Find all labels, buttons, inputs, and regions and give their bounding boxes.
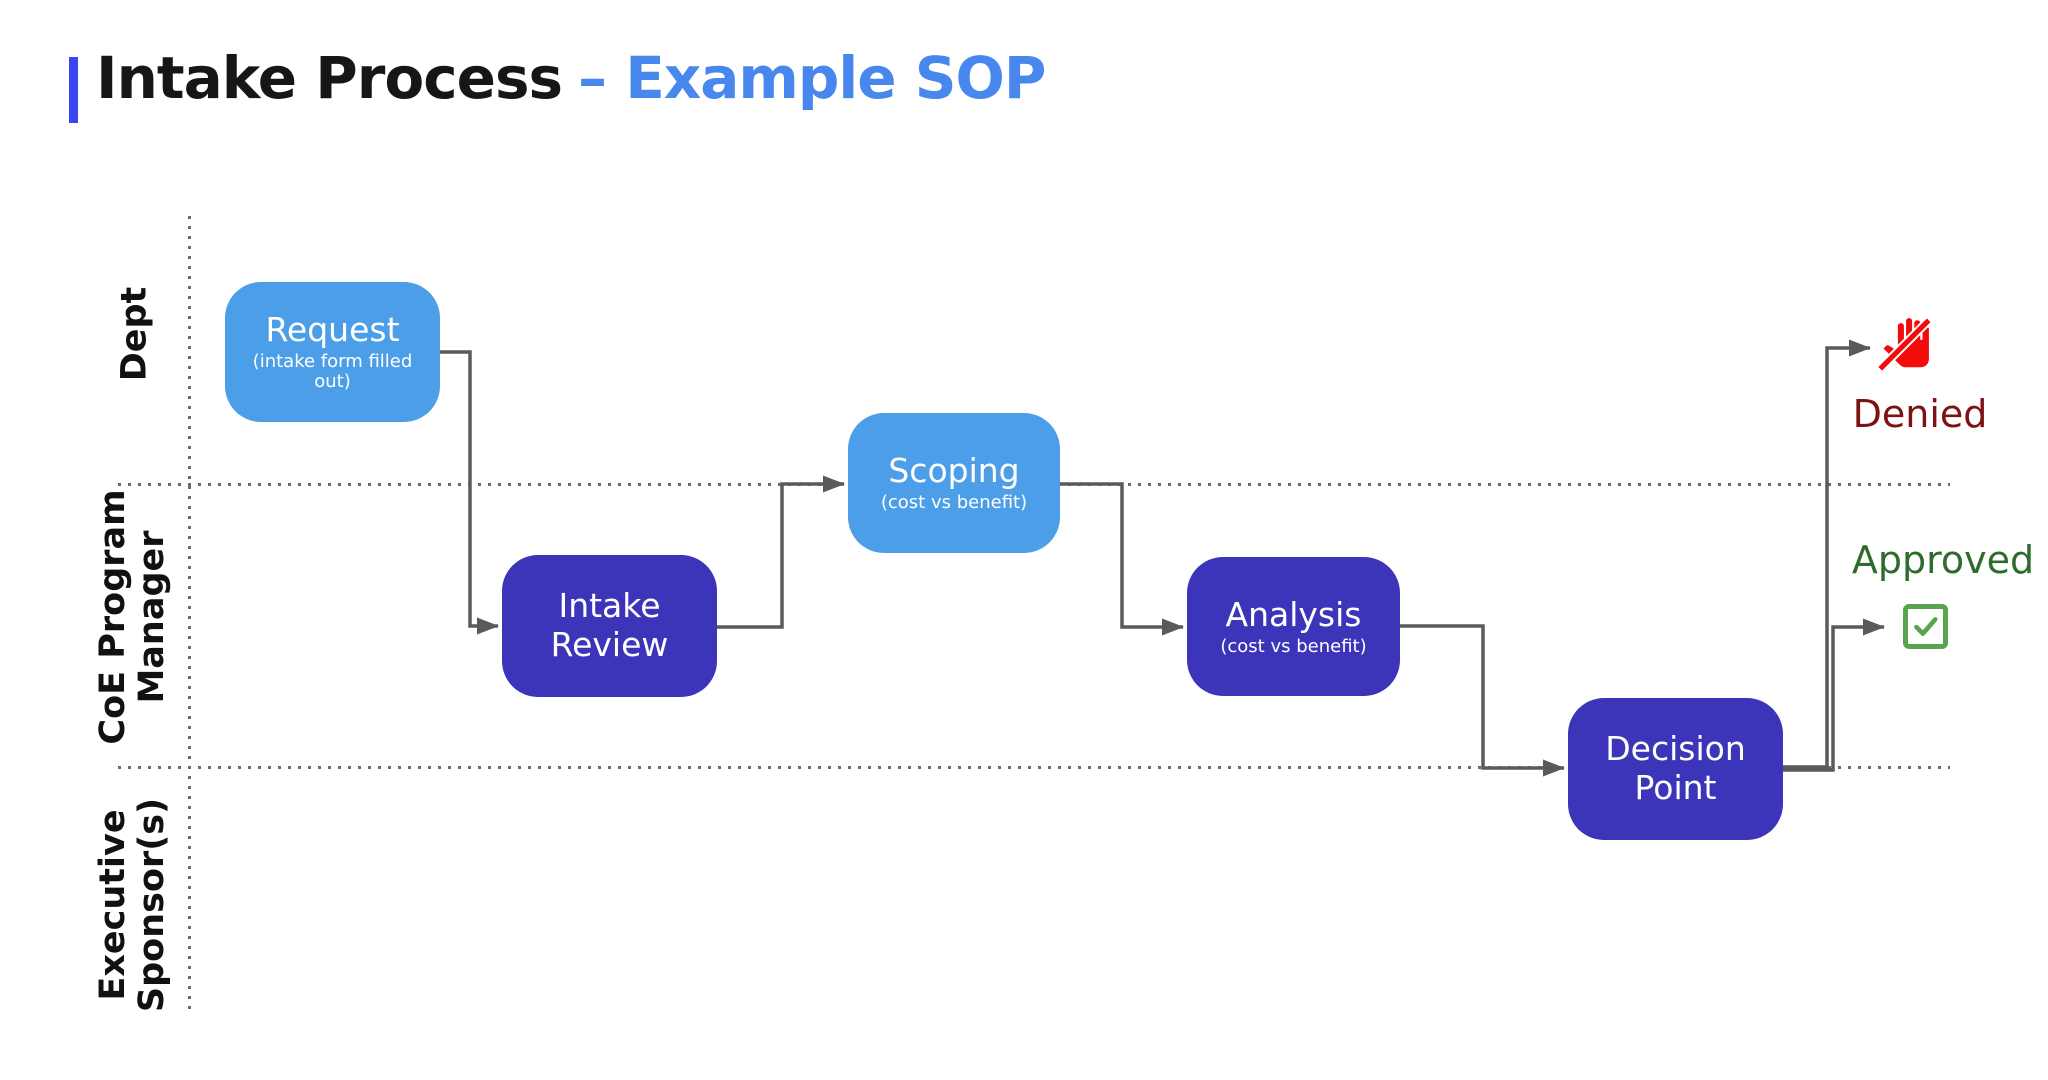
connector-scoping-to-analysis: [1060, 482, 1184, 636]
flow-node-analysis: Analysis (cost vs benefit): [1187, 557, 1400, 696]
title-accent-bar: [69, 57, 78, 123]
node-title: Analysis: [1225, 594, 1362, 634]
page-title: Intake Process– Example SOP: [96, 44, 1046, 112]
node-title: Scoping: [888, 451, 1020, 491]
connector-decision-point-to-approved: [1783, 618, 1885, 772]
flow-node-scoping: Scoping (cost vs benefit): [848, 413, 1060, 553]
connector-request-to-intake-review: [440, 350, 499, 635]
checkbox-checked-icon: [1903, 604, 1948, 649]
denied-label: Denied: [1852, 392, 1988, 436]
node-subtitle: (intake form filled out): [252, 350, 413, 393]
flow-node-decision-point: Decision Point: [1568, 698, 1783, 840]
swimlane-divider-vertical: [188, 216, 191, 1013]
approved-label: Approved: [1851, 538, 2035, 582]
connector-decision-point-to-denied: [1783, 339, 1871, 769]
connector-analysis-to-decision-point: [1400, 624, 1565, 777]
node-subtitle: (cost vs benefit): [880, 492, 1028, 514]
flow-node-intake-review: Intake Review: [502, 555, 717, 697]
connector-intake-review-to-scoping: [716, 475, 845, 629]
node-title: Decision Point: [1605, 729, 1746, 807]
node-subtitle: (cost vs benefit): [1220, 635, 1367, 657]
page-title-main: Intake Process: [96, 44, 563, 112]
node-title: Intake Review: [550, 586, 669, 664]
stop-hand-icon: [1878, 317, 1932, 372]
node-title: Request: [265, 309, 400, 349]
flow-node-request: Request (intake form filled out): [225, 282, 440, 422]
page-title-accent: – Example SOP: [578, 44, 1046, 112]
swimlane-divider-coe-exec: [118, 766, 1950, 769]
